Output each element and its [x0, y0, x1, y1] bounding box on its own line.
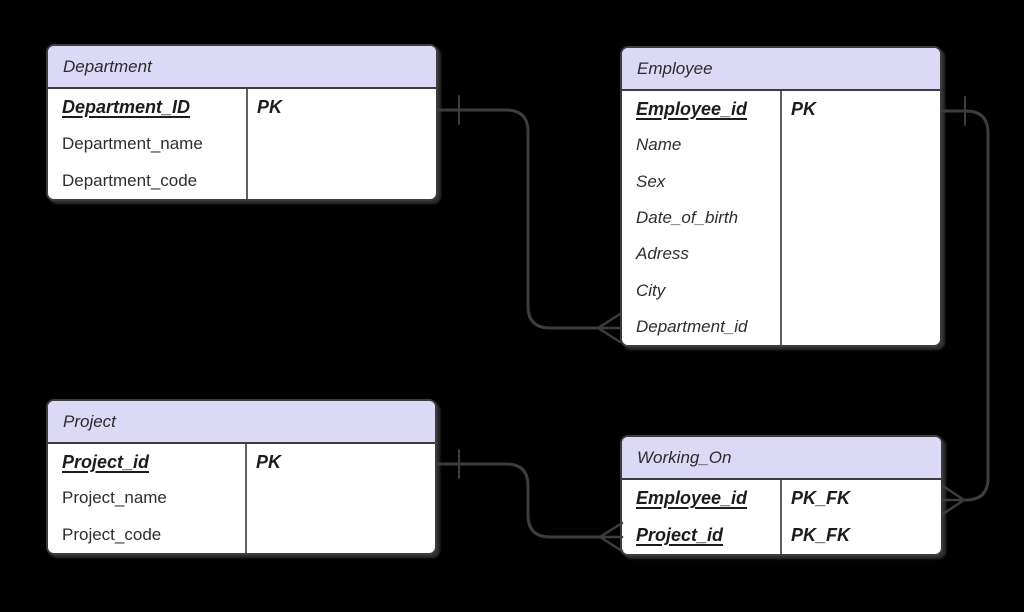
attribute-name-cell: Department_name — [48, 125, 248, 163]
table-title: Project — [63, 411, 116, 431]
attribute-key-cell — [248, 162, 436, 199]
attribute-name-cell: Department_id — [622, 308, 782, 345]
attribute-name-cell: Sex — [622, 163, 782, 200]
table-row: Project_code — [48, 516, 435, 553]
table-row: Department_id — [622, 308, 940, 345]
table-row: Project_id PK_FK — [622, 517, 941, 554]
attribute-key-cell — [247, 517, 435, 553]
attribute-name-cell: Adress — [622, 236, 782, 273]
attribute-key-cell — [247, 480, 435, 516]
attribute-key-cell: PK_FK — [791, 488, 851, 508]
table-row: Adress — [622, 236, 940, 273]
table-row: Sex — [622, 163, 940, 200]
crow-foot-many-project-workingon-icon — [598, 521, 624, 553]
attribute-key-cell — [782, 309, 940, 345]
relationship-project-workingon-line — [435, 462, 602, 539]
table-header-department: Department — [48, 46, 436, 89]
table-row: Employee_id PK_FK — [622, 480, 941, 517]
table-row: Name — [622, 127, 940, 164]
attribute-name-cell: Department_code — [48, 162, 248, 199]
attribute-name-cell: Name — [622, 127, 782, 164]
table-header-employee: Employee — [622, 48, 940, 91]
table-row: Department_code — [48, 162, 436, 199]
table-body-project: Project_id PK Project_name Project_code — [48, 444, 435, 553]
table-header-working-on: Working_On — [622, 437, 941, 480]
attribute-key-cell: PK — [791, 98, 817, 119]
relationship-employee-workingon-line — [940, 109, 990, 502]
entity-table-employee: Employee Employee_id PK Name Sex Date_of… — [620, 46, 942, 347]
attribute-key-cell — [248, 126, 436, 163]
table-body-department: Department_ID PK Department_name Departm… — [48, 89, 436, 199]
attribute-name-cell: Project_id — [622, 517, 782, 554]
table-row: City — [622, 272, 940, 309]
table-title: Employee — [637, 58, 713, 78]
table-row: Date_of_birth — [622, 199, 940, 237]
attribute-key-cell: PK — [257, 96, 283, 117]
table-body-working-on: Employee_id PK_FK Project_id PK_FK — [622, 480, 941, 554]
entity-table-working-on: Working_On Employee_id PK_FK Project_id … — [620, 435, 943, 556]
table-row: Department_name — [48, 125, 436, 163]
attribute-key-cell — [782, 127, 940, 163]
attribute-name-cell: Employee_id — [622, 91, 782, 128]
relationship-department-employee-line — [436, 108, 600, 330]
table-row: Project_name — [48, 480, 435, 517]
crow-foot-many-employee-workingon-icon — [941, 484, 966, 516]
attribute-name-cell: Employee_id — [622, 480, 782, 517]
attribute-name-cell: Date_of_birth — [622, 199, 782, 237]
attribute-name-cell: Project_code — [48, 516, 247, 553]
attribute-key-cell — [782, 164, 940, 200]
table-row: Department_ID PK — [48, 89, 436, 126]
attribute-name-cell: City — [622, 272, 782, 309]
attribute-key-cell — [782, 200, 940, 236]
table-header-project: Project — [48, 401, 435, 444]
attribute-name-cell: Project_id — [48, 444, 247, 481]
attribute-name-cell: Department_ID — [48, 89, 248, 126]
table-body-employee: Employee_id PK Name Sex Date_of_birth Ad… — [622, 91, 940, 345]
attribute-name-cell: Project_name — [48, 480, 247, 517]
attribute-key-cell — [782, 236, 940, 272]
table-title: Working_On — [637, 447, 732, 467]
attribute-key-cell — [782, 272, 940, 308]
attribute-key-cell: PK_FK — [791, 525, 851, 545]
entity-table-department: Department Department_ID PK Department_n… — [46, 44, 438, 201]
entity-table-project: Project Project_id PK Project_name Proje… — [46, 399, 437, 555]
table-title: Department — [63, 56, 152, 76]
table-row: Employee_id PK — [622, 91, 940, 128]
attribute-key-cell: PK — [256, 451, 282, 472]
crow-foot-many-department-employee-icon — [596, 312, 623, 344]
table-row: Project_id PK — [48, 444, 435, 481]
